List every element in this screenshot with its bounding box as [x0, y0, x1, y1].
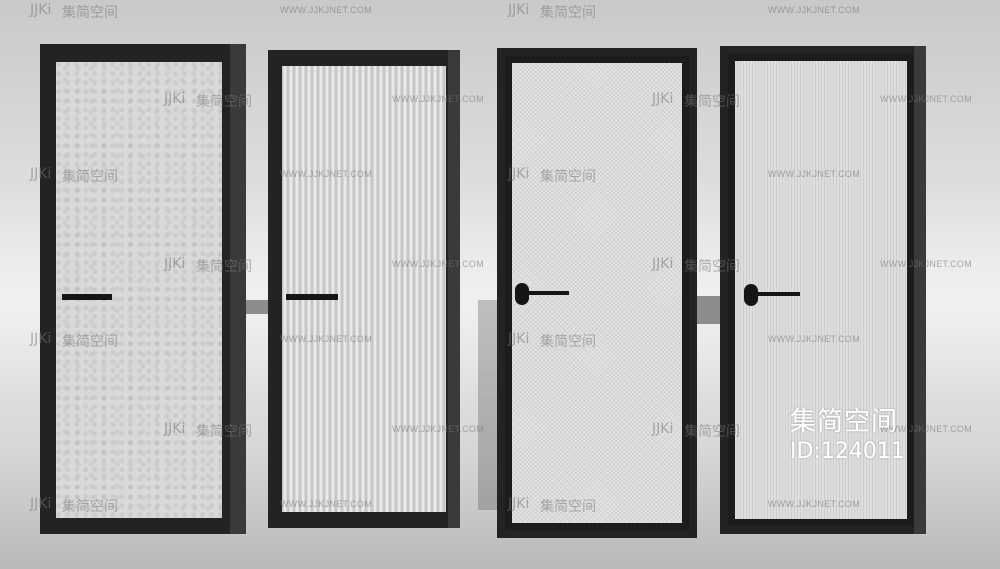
inner-frame [505, 56, 689, 530]
watermark-brand: 集简空间 [540, 5, 596, 21]
door-frame-side [914, 46, 926, 534]
watermark-brand: 集简空间 [62, 169, 118, 185]
stamp-brand: 集简空间 [790, 407, 899, 437]
watermark-brand: 集简空间 [62, 334, 118, 350]
watermark-logo: JJKi [164, 256, 186, 272]
door-frame-side [448, 50, 460, 528]
watermark-brand: 集简空间 [540, 169, 596, 185]
watermark-logo: JJKi [508, 2, 530, 18]
watermark-logo: JJKi [508, 331, 530, 347]
watermark-logo: JJKi [30, 496, 52, 512]
watermark-url: WWW.JJKJNET.COM [392, 424, 484, 434]
stamp-id: ID:124011 [790, 439, 905, 464]
watermark-url: WWW.JJKJNET.COM [768, 169, 860, 179]
watermark-logo: JJKi [508, 166, 530, 182]
glass-panel [56, 62, 222, 518]
watermark-logo: JJKi [164, 421, 186, 437]
watermark-brand: 集简空间 [62, 5, 118, 21]
watermark-url: WWW.JJKJNET.COM [392, 94, 484, 104]
door-fluted-glass [720, 46, 926, 534]
watermark-logo: JJKi [30, 2, 52, 18]
door-mesh-glass [497, 48, 697, 538]
watermark-brand: 集简空间 [540, 334, 596, 350]
glass-panel [728, 54, 914, 526]
watermark-logo: JJKi [652, 421, 674, 437]
watermark-url: WWW.JJKJNET.COM [880, 94, 972, 104]
watermark-url: WWW.JJKJNET.COM [280, 5, 372, 15]
door-handle [62, 294, 112, 300]
door-handle [754, 292, 800, 296]
watermark-url: WWW.JJKJNET.COM [768, 334, 860, 344]
watermark-url: WWW.JJKJNET.COM [768, 499, 860, 509]
watermark-url: WWW.JJKJNET.COM [392, 259, 484, 269]
watermark-url: WWW.JJKJNET.COM [768, 5, 860, 15]
watermark-logo: JJKi [30, 331, 52, 347]
glass-panel [282, 66, 446, 512]
door-shadow [694, 296, 724, 324]
watermark-brand: 集简空间 [684, 424, 740, 440]
watermark-brand: 集简空间 [684, 259, 740, 275]
watermark-logo: JJKi [508, 496, 530, 512]
handle-rose [515, 283, 529, 305]
watermark-brand: 集简空间 [540, 499, 596, 515]
door-reeded-glass [268, 50, 460, 528]
watermark-url: WWW.JJKJNET.COM [880, 259, 972, 269]
watermark-url: WWW.JJKJNET.COM [280, 499, 372, 509]
watermark-logo: JJKi [652, 91, 674, 107]
door-handle [525, 291, 569, 295]
watermark-brand: 集简空间 [196, 259, 252, 275]
watermark-logo: JJKi [30, 166, 52, 182]
watermark-url: WWW.JJKJNET.COM [880, 424, 972, 434]
watermark-url: WWW.JJKJNET.COM [280, 334, 372, 344]
door-frame-side [230, 44, 246, 534]
watermark-logo: JJKi [652, 256, 674, 272]
watermark-brand: 集简空间 [62, 499, 118, 515]
watermark-logo: JJKi [164, 91, 186, 107]
door-handle [286, 294, 338, 300]
watermark-brand: 集简空间 [196, 94, 252, 110]
watermark-brand: 集简空间 [196, 424, 252, 440]
watermark-brand: 集简空间 [684, 94, 740, 110]
handle-rose [744, 284, 758, 306]
watermark-url: WWW.JJKJNET.COM [280, 169, 372, 179]
inner-frame [728, 54, 914, 526]
door-leather-glass [40, 44, 246, 534]
id-stamp: 集简空间 ID:124011 [790, 406, 905, 466]
